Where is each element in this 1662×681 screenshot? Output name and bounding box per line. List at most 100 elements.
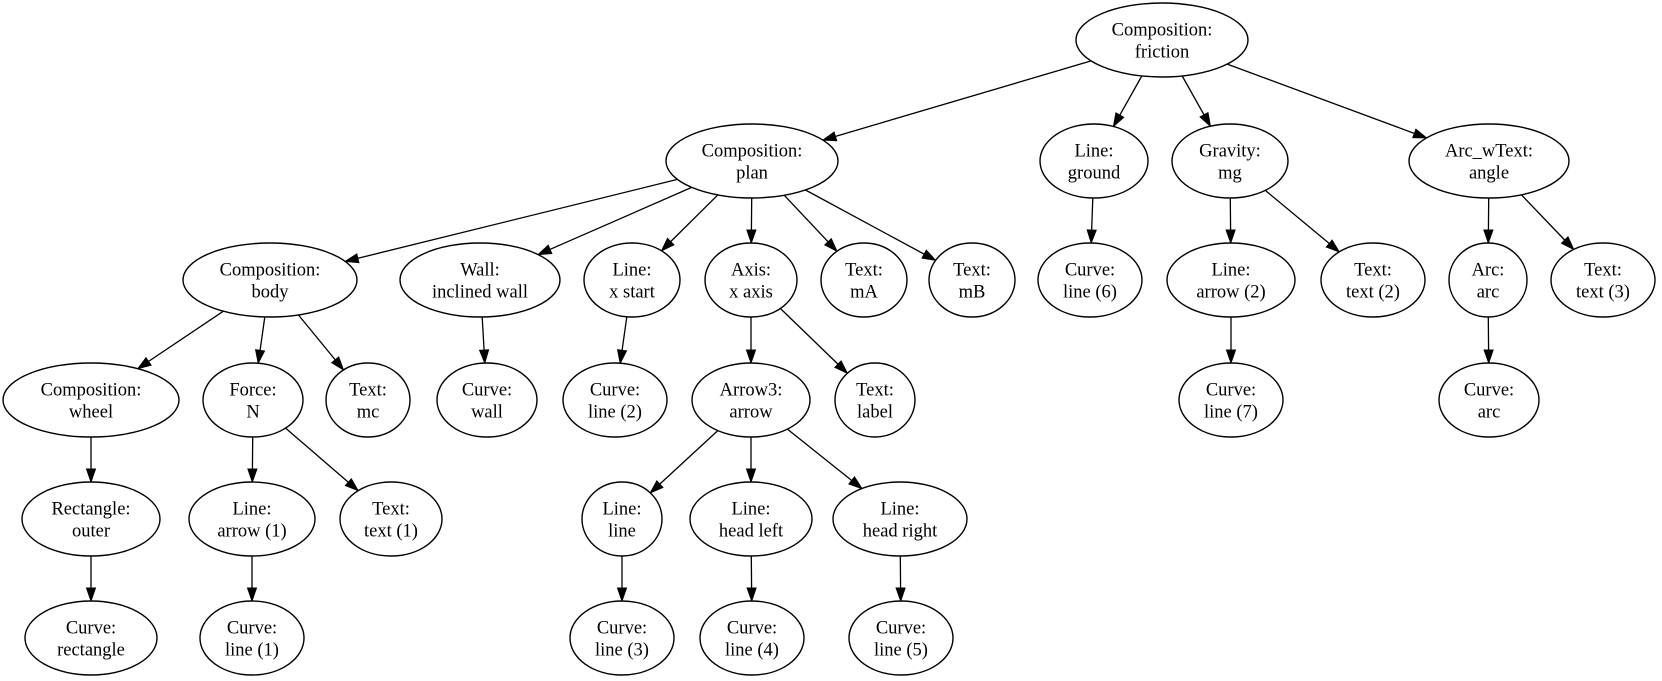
arrowhead-icon bbox=[85, 468, 97, 484]
node-label: Text:mc bbox=[349, 381, 387, 423]
edge-outer-curve-rect bbox=[85, 556, 97, 603]
arrowhead-icon bbox=[1483, 349, 1494, 365]
arrowhead-icon bbox=[343, 253, 360, 264]
arrowhead-icon bbox=[746, 587, 757, 603]
node-label: Curve:line (5) bbox=[874, 619, 928, 661]
edge-mg-text-2 bbox=[1264, 189, 1341, 253]
edge-friction-mg bbox=[1181, 75, 1212, 128]
edge-plan-body bbox=[343, 178, 678, 264]
node-text-2: Text:text (2) bbox=[1320, 242, 1426, 318]
node-label: Line:line bbox=[602, 500, 641, 542]
arrowhead-icon bbox=[616, 349, 628, 365]
node-head-right: Line:head right bbox=[832, 481, 968, 557]
arrowhead-icon bbox=[745, 349, 757, 365]
arrowhead-icon bbox=[1412, 128, 1428, 139]
arrowhead-icon bbox=[649, 479, 664, 494]
edge-mg-arrow-2 bbox=[1225, 197, 1236, 245]
node-outer: Rectangle:outer bbox=[21, 481, 161, 557]
node-head-left: Line:head left bbox=[689, 481, 813, 557]
arrowhead-icon bbox=[834, 360, 849, 375]
node-label: Curve:rectangle bbox=[57, 619, 125, 661]
node-label: Arc_wText:angle bbox=[1445, 142, 1533, 184]
edge-head-left-line-4 bbox=[746, 555, 757, 603]
node-label: Wall:inclined wall bbox=[432, 261, 528, 303]
node-curve-wall: Curve:wall bbox=[436, 362, 538, 438]
node-label: Curve:arc bbox=[1464, 381, 1514, 423]
node-ground: Line:ground bbox=[1039, 123, 1149, 199]
edge-body-force-n bbox=[254, 316, 266, 365]
edge-wheel-outer bbox=[85, 437, 97, 484]
node-angle: Arc_wText:angle bbox=[1408, 123, 1570, 199]
edge-friction-ground bbox=[1112, 75, 1143, 128]
node-label: Text:text (3) bbox=[1576, 261, 1630, 303]
arrowhead-icon bbox=[616, 587, 628, 603]
node-label: Text:text (2) bbox=[1346, 261, 1400, 303]
edge-arrow-1-line-1 bbox=[246, 556, 258, 603]
edge-x-axis-arrow3 bbox=[745, 317, 757, 365]
arrowhead-icon bbox=[247, 468, 258, 484]
arrowhead-icon bbox=[1112, 112, 1125, 128]
node-label: Composition:body bbox=[220, 261, 321, 303]
edge-ground-line-6 bbox=[1086, 197, 1097, 245]
arrowhead-icon bbox=[746, 229, 757, 245]
node-line-5: Curve:line (5) bbox=[848, 600, 954, 676]
node-label: Line:x start bbox=[609, 261, 656, 303]
edge-plan-mA bbox=[783, 194, 838, 253]
edge-arrow3-line-line bbox=[649, 430, 719, 494]
node-label: Curve:line (2) bbox=[588, 381, 642, 423]
arrowhead-icon bbox=[821, 131, 838, 142]
arrowhead-icon bbox=[848, 476, 864, 490]
node-label: Curve:line (4) bbox=[725, 619, 779, 661]
node-label: Rectangle:outer bbox=[51, 500, 130, 542]
edge-plan-x-axis bbox=[746, 197, 757, 245]
node-mc: Text:mc bbox=[325, 362, 411, 438]
node-arrow-1: Line:arrow (1) bbox=[188, 481, 316, 557]
edge-body-mc bbox=[297, 314, 345, 372]
arrowhead-icon bbox=[254, 349, 266, 365]
arrowhead-icon bbox=[136, 356, 152, 370]
node-line-3: Curve:line (3) bbox=[569, 600, 675, 676]
arrowhead-icon bbox=[536, 244, 553, 256]
node-text-3: Text:text (3) bbox=[1550, 242, 1656, 318]
node-line-1: Curve:line (1) bbox=[199, 600, 305, 676]
node-label: Gravity:mg bbox=[1199, 142, 1261, 184]
edge-angle-arc bbox=[1483, 197, 1494, 245]
edge-force-n-arrow-1 bbox=[247, 436, 258, 484]
node-line-2: Curve:line (2) bbox=[562, 362, 668, 438]
node-arc: Arc:arc bbox=[1448, 242, 1528, 318]
edge-angle-text-3 bbox=[1520, 194, 1575, 251]
node-curve-rect: Curve:rectangle bbox=[24, 600, 158, 676]
edge-friction-plan bbox=[821, 60, 1092, 142]
node-label: Force:N bbox=[229, 381, 276, 423]
node-force-n: Force:N bbox=[202, 362, 304, 438]
edge-arc-curve-arc bbox=[1483, 316, 1494, 365]
edge-force-n-text-1 bbox=[285, 427, 360, 492]
edge-arrow3-head-left bbox=[745, 437, 757, 484]
arrowhead-icon bbox=[85, 587, 97, 603]
node-line-6: Curve:line (6) bbox=[1037, 242, 1143, 318]
edge-arrow3-head-right bbox=[786, 428, 864, 490]
edge-plan-inclined-wall bbox=[536, 186, 692, 256]
node-line-7: Curve:line (7) bbox=[1178, 362, 1284, 438]
node-label: Arc:arc bbox=[1472, 261, 1505, 303]
edge-plan-mB bbox=[805, 189, 937, 262]
node-label: Text:mA bbox=[845, 261, 883, 303]
edge-line-line-line-3 bbox=[616, 556, 628, 603]
arrowhead-icon bbox=[478, 349, 490, 365]
edge-arrow-2-line-7 bbox=[1225, 317, 1237, 365]
node-arrow3: Arrow3:arrow bbox=[691, 362, 811, 438]
node-arrow-2: Line:arrow (2) bbox=[1166, 242, 1296, 318]
node-mA: Text:mA bbox=[820, 242, 908, 318]
node-plan: Composition:plan bbox=[665, 123, 839, 199]
node-label: Line:head right bbox=[863, 500, 938, 542]
node-label: Line:ground bbox=[1068, 142, 1121, 184]
edge-inclined-wall-curve-wall bbox=[478, 316, 490, 365]
arrowhead-icon bbox=[1086, 229, 1097, 245]
arrowhead-icon bbox=[823, 237, 838, 253]
node-label: Composition:friction bbox=[1112, 21, 1213, 63]
node-friction: Composition:friction bbox=[1075, 2, 1249, 78]
arrowhead-icon bbox=[1199, 111, 1212, 128]
node-label: Line:arrow (1) bbox=[217, 500, 286, 542]
node-label: Axis:x axis bbox=[729, 261, 773, 303]
